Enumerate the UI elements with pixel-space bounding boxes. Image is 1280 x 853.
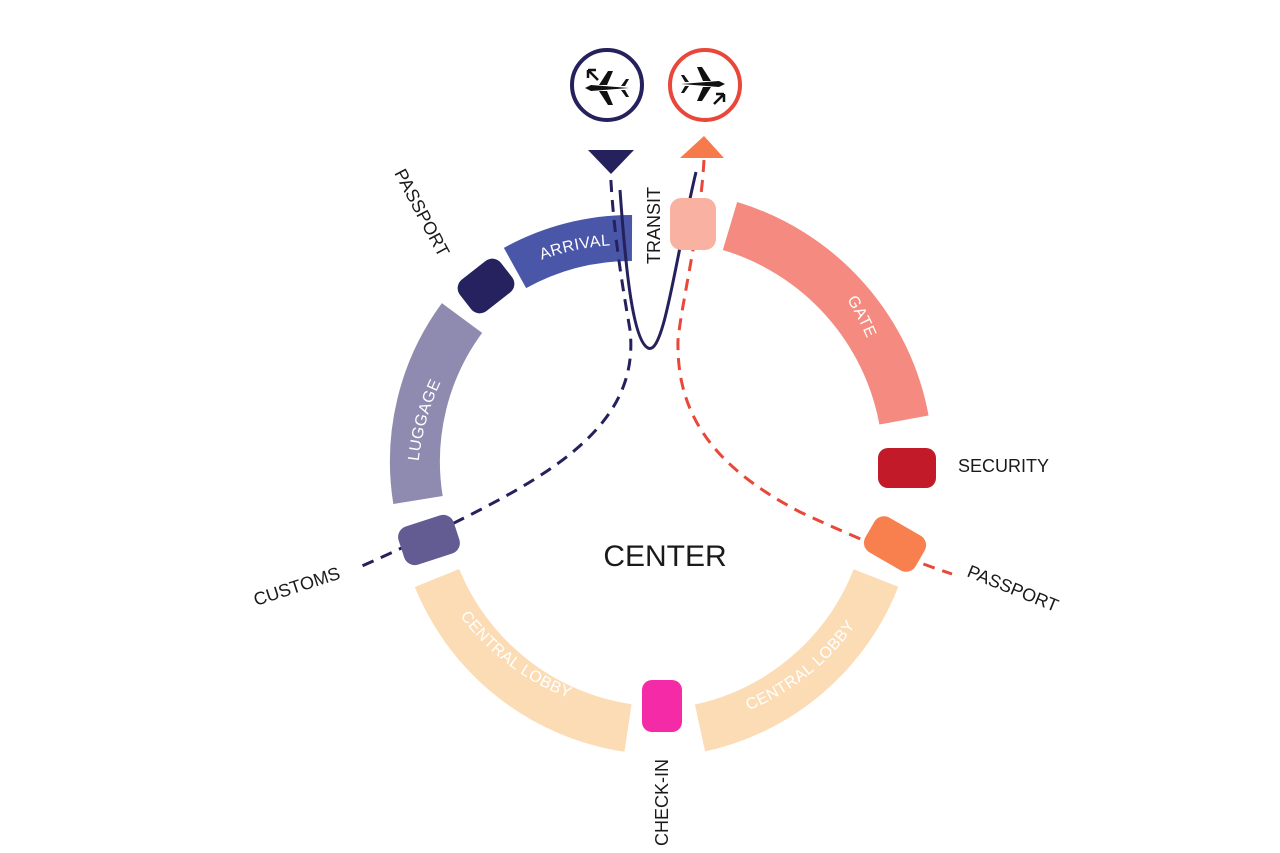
checkpoint-check-in xyxy=(642,680,682,732)
checkpoint-passport-top xyxy=(457,258,515,314)
zone-arrival xyxy=(503,214,633,289)
center-label: CENTER xyxy=(603,540,726,573)
departure-arrow-head xyxy=(680,136,724,158)
checkpoint-security xyxy=(878,448,936,488)
departure-plane-icon xyxy=(668,48,742,122)
checkpoint-transit xyxy=(670,198,716,250)
label-customs: CUSTOMS xyxy=(251,563,342,610)
label-passport-right: PASSPORT xyxy=(965,561,1062,616)
checkpoint-passport-right xyxy=(863,516,927,572)
checkpoint-customs xyxy=(398,514,460,566)
label-transit: TRANSIT xyxy=(644,187,664,264)
zone-central-lobby-right xyxy=(694,568,899,752)
label-check-in: CHECK-IN xyxy=(652,759,672,846)
label-passport-top: PASSPORT xyxy=(390,165,453,259)
arrival-plane-icon xyxy=(570,48,644,122)
arrival-arrow-head xyxy=(588,150,634,174)
zone-luggage xyxy=(389,303,483,504)
label-security: SECURITY xyxy=(958,456,1049,476)
zone-gate xyxy=(722,202,929,425)
zone-central-lobby-left xyxy=(414,568,632,752)
